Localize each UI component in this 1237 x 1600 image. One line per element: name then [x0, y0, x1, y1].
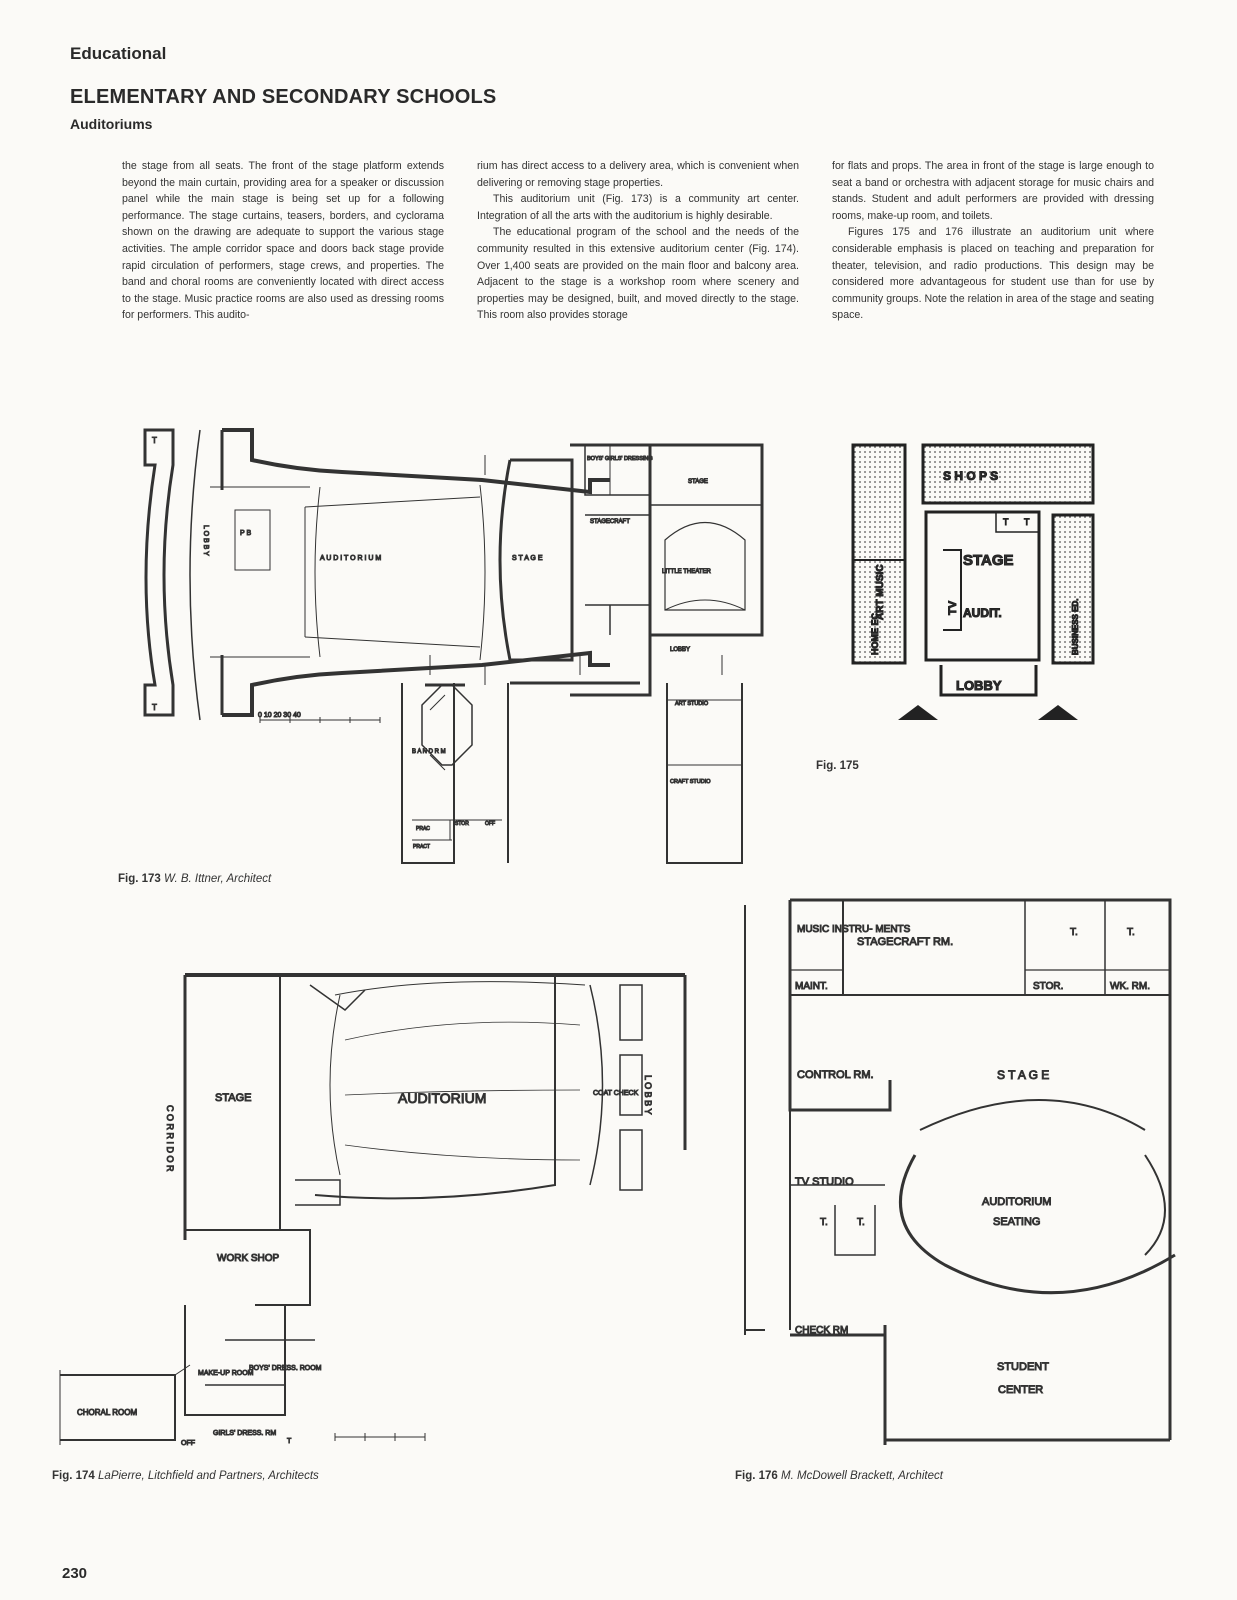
plan-label: BUSINESS ED.	[1071, 599, 1080, 655]
plan-label: STOR.	[1033, 981, 1063, 992]
fig-174-plan: STAGE AUDITORIUM COAT CHECK L O B B Y C …	[55, 965, 695, 1470]
plan-label: L O B B Y	[643, 1075, 653, 1115]
plan-label: MAKE-UP ROOM	[198, 1370, 254, 1377]
text-column-2: rium has direct access to a delivery are…	[477, 158, 799, 324]
paragraph: The educational program of the school an…	[477, 226, 799, 322]
figure-credit: M. McDowell Brackett, Architect	[781, 1470, 943, 1482]
plan-label: C O R R I D O R	[165, 1105, 175, 1172]
figure-number: Fig. 176	[735, 1470, 778, 1482]
text-column-3: for flats and props. The area in front o…	[832, 158, 1154, 324]
figure-credit: LaPierre, Litchfield and Partners, Archi…	[98, 1470, 319, 1482]
plan-label: CHORAL ROOM	[77, 1408, 137, 1417]
plan-label: MUSIC INSTRU- MENTS	[797, 924, 911, 935]
page-number: 230	[62, 1565, 88, 1582]
plan-label: LOBBY	[956, 678, 1002, 693]
plan-label: SEATING	[993, 1216, 1040, 1228]
fig-176-caption: Fig. 176 M. McDowell Brackett, Architect	[735, 1470, 943, 1482]
plan-label: BOYS' GIRLS' DRESSING	[587, 456, 653, 462]
plan-label: T.	[1070, 927, 1078, 938]
paragraph: for flats and props. The area in front o…	[832, 160, 1154, 222]
paragraph: This auditorium unit (Fig. 173) is a com…	[477, 193, 799, 222]
plan-label: T.	[857, 1217, 865, 1228]
plan-label: S T A G E	[997, 1068, 1049, 1082]
plan-label: AUDITORIUM	[982, 1196, 1051, 1208]
section-heading: Educational	[70, 44, 167, 63]
scale-label: 0 10 20 30 40	[258, 712, 301, 719]
plan-label: T.	[1127, 927, 1135, 938]
plan-label: L O B B Y	[202, 525, 209, 556]
plan-label: CONTROL RM.	[797, 1069, 874, 1081]
paragraph: Figures 175 and 176 illustrate an audito…	[832, 226, 1154, 322]
plan-label: ART STUDIO	[675, 701, 709, 707]
page-subtitle: Auditoriums	[70, 116, 153, 132]
paragraph: rium has direct access to a delivery are…	[477, 160, 799, 189]
figure-credit: W. B. Ittner, Architect	[164, 873, 272, 885]
figure-number: Fig. 175	[816, 760, 859, 772]
plan-label: BOYS' DRESS. ROOM	[249, 1365, 322, 1372]
plan-label: T	[1024, 517, 1030, 527]
fig-175-plan: S H O P S ART MUSIC HOME EC. STAGE AUDIT…	[848, 440, 1108, 745]
page-title: ELEMENTARY AND SECONDARY SCHOOLS	[70, 86, 497, 108]
plan-label: STAGECRAFT RM.	[857, 936, 953, 948]
plan-label: OFF	[485, 821, 495, 827]
plan-label: GIRLS' DRESS. RM	[213, 1430, 276, 1437]
plan-label: TV STUDIO	[795, 1176, 854, 1188]
plan-label: COAT CHECK	[593, 1090, 639, 1097]
figure-number: Fig. 173	[118, 873, 161, 885]
plan-label: STUDENT	[997, 1361, 1049, 1373]
plan-label: LOBBY	[670, 647, 690, 653]
fig-176-plan: MUSIC INSTRU- MENTS STAGECRAFT RM. MAINT…	[735, 895, 1180, 1460]
fig-174-caption: Fig. 174 LaPierre, Litchfield and Partne…	[52, 1470, 319, 1482]
plan-label: AUDIT.	[963, 606, 1002, 620]
plan-label: MAINT.	[795, 981, 828, 992]
paragraph: the stage from all seats. The front of t…	[122, 160, 444, 322]
plan-label: WK. RM.	[1110, 981, 1150, 992]
plan-label: WORK SHOP	[217, 1253, 280, 1264]
plan-label: A U D I T O R I U M	[320, 555, 381, 562]
plan-label: T	[1003, 517, 1009, 527]
plan-label: S H O P S	[943, 469, 998, 483]
plan-label: B A N D R M	[412, 749, 446, 755]
text-column-1: the stage from all seats. The front of t…	[122, 158, 444, 324]
plan-label: OFF	[181, 1440, 195, 1447]
plan-label: T	[152, 703, 157, 712]
plan-label: LITTLE THEATER	[662, 569, 711, 575]
plan-label: STAGE	[688, 479, 708, 485]
plan-label: TV	[947, 600, 959, 615]
plan-label: T	[287, 1438, 292, 1445]
plan-label: T.	[820, 1217, 828, 1228]
plan-label: STOR	[455, 821, 469, 827]
plan-label: HOME EC.	[870, 610, 880, 655]
plan-label: STAGE	[963, 552, 1014, 569]
plan-label: CHECK RM	[795, 1325, 848, 1336]
plan-label: S T A G E	[512, 555, 543, 562]
fig-175-caption: Fig. 175	[816, 760, 859, 772]
plan-label: PRAC	[416, 826, 430, 832]
plan-label: P B	[240, 530, 251, 537]
plan-label: STAGE	[215, 1092, 251, 1104]
plan-label: ART MUSIC	[875, 564, 886, 620]
plan-label: CENTER	[998, 1384, 1043, 1396]
plan-label: AUDITORIUM	[398, 1090, 486, 1106]
plan-label: CRAFT STUDIO	[670, 779, 711, 785]
plan-label: PRACT	[413, 844, 430, 850]
plan-label: STAGECRAFT	[590, 519, 630, 525]
fig-173-plan: T T L O B B Y P B A U D I T O R I U M S …	[140, 425, 770, 870]
fig-173-caption: Fig. 173 W. B. Ittner, Architect	[118, 873, 271, 885]
plan-label: T	[152, 436, 157, 445]
figure-number: Fig. 174	[52, 1470, 95, 1482]
